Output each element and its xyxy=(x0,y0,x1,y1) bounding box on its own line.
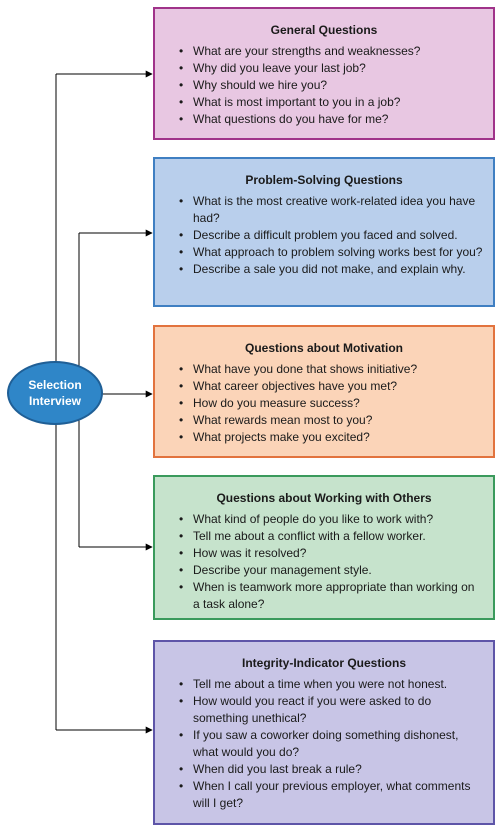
box-title: Problem-Solving Questions xyxy=(245,173,403,187)
question-item: Tell me about a conflict with a fellow w… xyxy=(179,528,483,545)
question-item: Why should we hire you? xyxy=(179,77,483,94)
question-item: How do you measure success? xyxy=(179,395,483,412)
question-item: What rewards mean most to you? xyxy=(179,412,483,429)
motivation-questions-box: Questions about Motivation What have you… xyxy=(153,325,495,458)
question-item: What are your strengths and weaknesses? xyxy=(179,43,483,60)
question-list: What have you done that shows initiative… xyxy=(165,361,483,446)
box-title: General Questions xyxy=(270,23,378,37)
question-item: When is teamwork more appropriate than w… xyxy=(179,579,483,613)
general-questions-box: General Questions What are your strength… xyxy=(153,7,495,140)
question-list: What kind of people do you like to work … xyxy=(165,511,483,613)
question-list: What are your strengths and weaknesses? … xyxy=(165,43,483,128)
integrity-indicator-questions-box: Integrity-Indicator Questions Tell me ab… xyxy=(153,640,495,825)
question-list: Tell me about a time when you were not h… xyxy=(165,676,483,812)
question-item: What have you done that shows initiative… xyxy=(179,361,483,378)
question-list: What is the most creative work-related i… xyxy=(165,193,483,278)
working-with-others-questions-box: Questions about Working with Others What… xyxy=(153,475,495,620)
question-item: When I call your previous employer, what… xyxy=(179,778,483,812)
question-item: Describe a difficult problem you faced a… xyxy=(179,227,483,244)
box-title: Questions about Working with Others xyxy=(216,491,432,505)
question-item: What is the most creative work-related i… xyxy=(179,193,483,227)
question-item: What career objectives have you met? xyxy=(179,378,483,395)
question-item: How would you react if you were asked to… xyxy=(179,693,483,727)
question-item: Describe a sale you did not make, and ex… xyxy=(179,261,483,278)
question-item: What kind of people do you like to work … xyxy=(179,511,483,528)
selection-interview-node: Selection Interview xyxy=(7,361,103,425)
question-item: When did you last break a rule? xyxy=(179,761,483,778)
box-title: Questions about Motivation xyxy=(245,341,403,355)
question-item: What questions do you have for me? xyxy=(179,111,483,128)
root-label: Selection Interview xyxy=(28,378,82,408)
question-item: How was it resolved? xyxy=(179,545,483,562)
question-item: Tell me about a time when you were not h… xyxy=(179,676,483,693)
question-item: If you saw a coworker doing something di… xyxy=(179,727,483,761)
box-title: Integrity-Indicator Questions xyxy=(241,656,406,670)
question-item: What approach to problem solving works b… xyxy=(179,244,483,261)
question-item: Describe your management style. xyxy=(179,562,483,579)
problem-solving-questions-box: Problem-Solving Questions What is the mo… xyxy=(153,157,495,307)
question-item: What is most important to you in a job? xyxy=(179,94,483,111)
question-item: What projects make you excited? xyxy=(179,429,483,446)
question-item: Why did you leave your last job? xyxy=(179,60,483,77)
